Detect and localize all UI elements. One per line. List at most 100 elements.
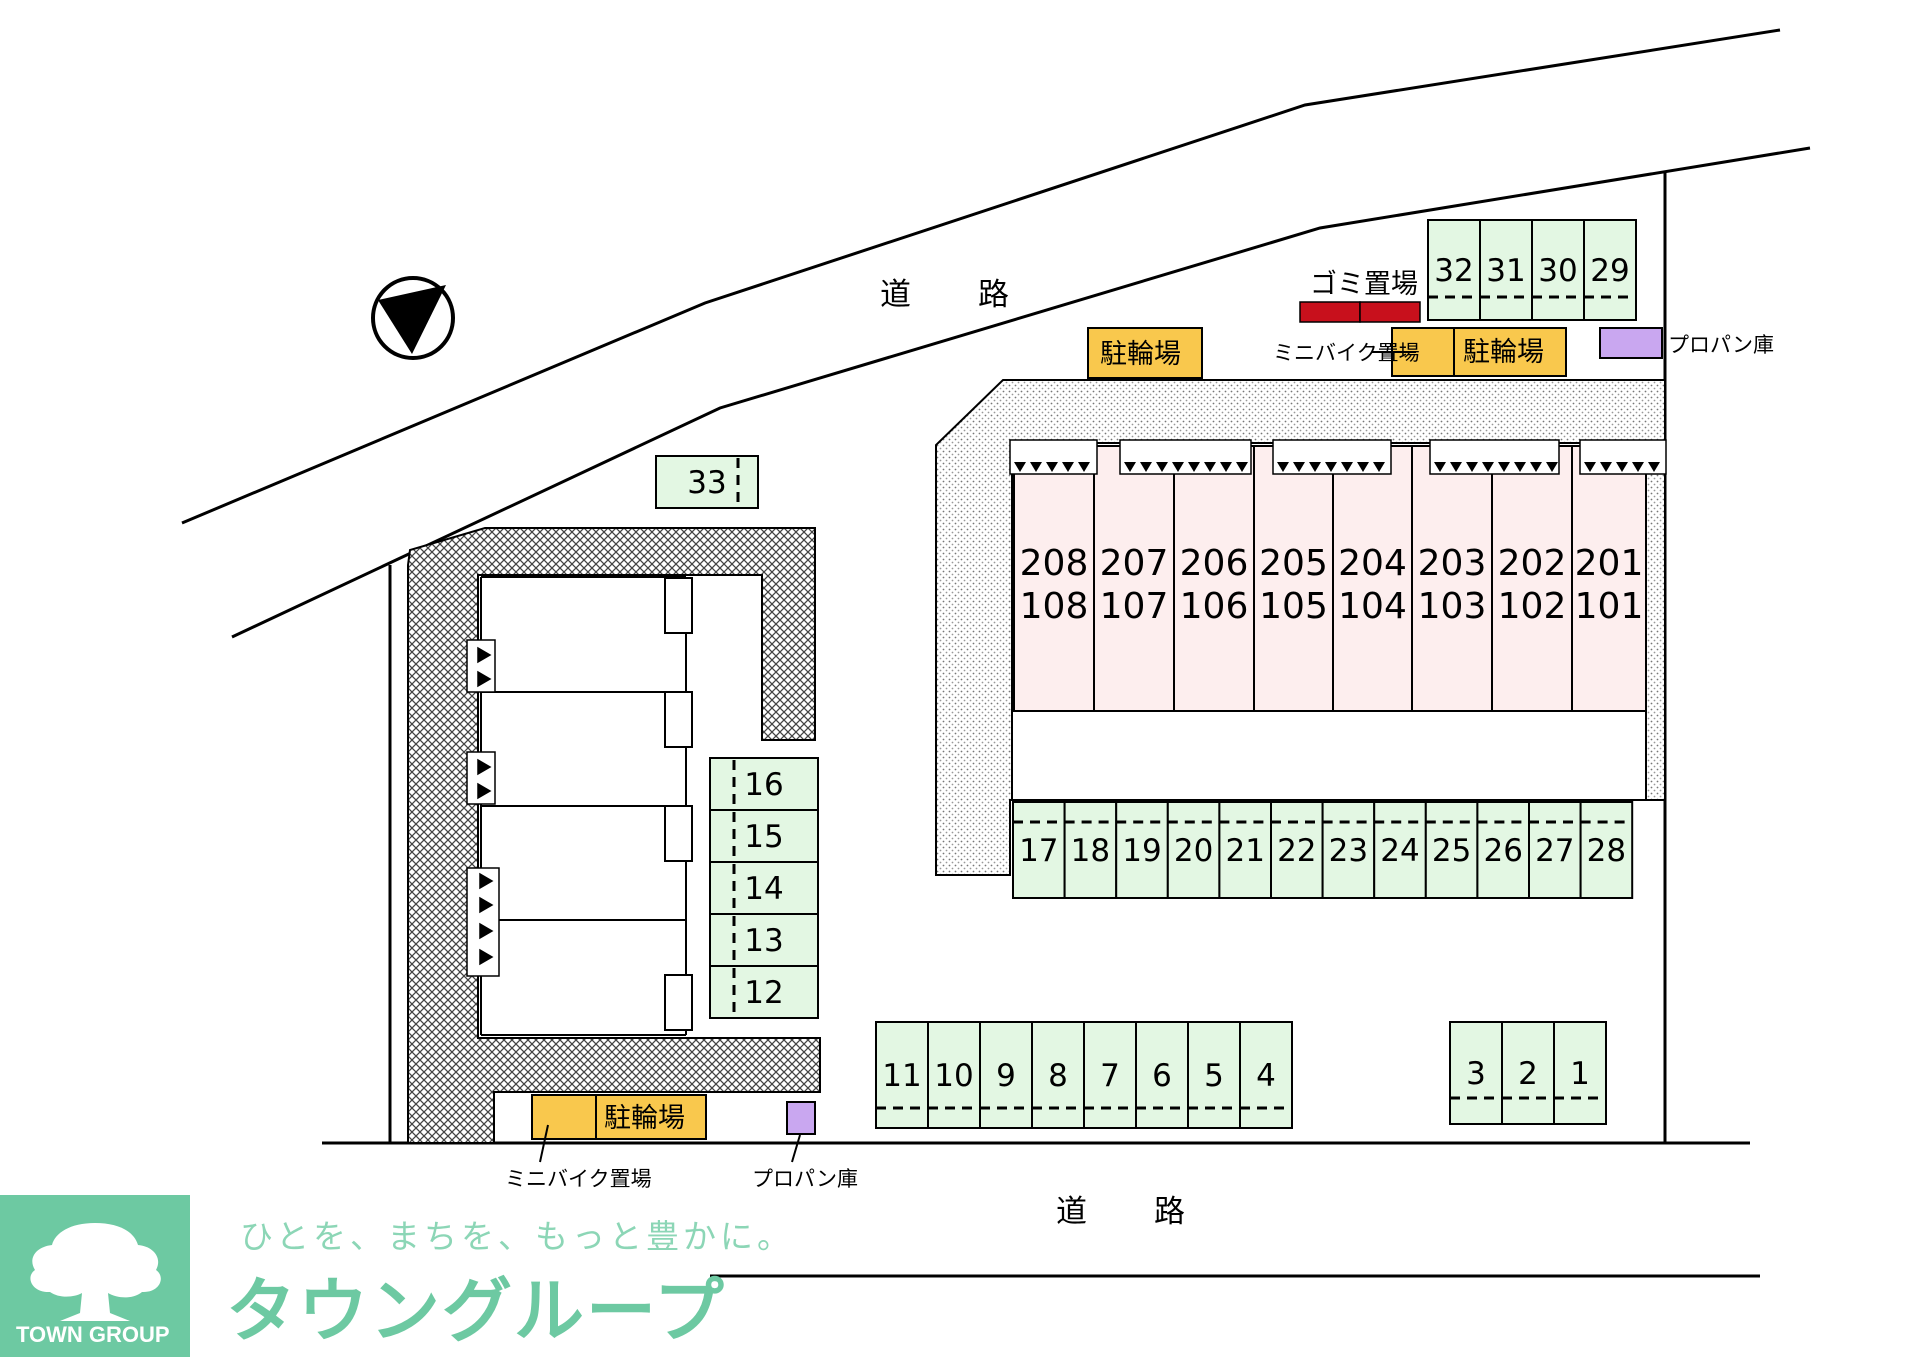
parking-space-22: 22 xyxy=(1270,801,1324,899)
parking-space-11: 11 xyxy=(875,1021,929,1129)
parking-space-21: 21 xyxy=(1218,801,1273,899)
parking-number: 6 xyxy=(1152,1058,1172,1094)
parking-space-2: 2 xyxy=(1501,1021,1555,1125)
parking-number: 11 xyxy=(882,1058,921,1094)
parking-number: 15 xyxy=(744,819,783,855)
north-road xyxy=(181,28,1811,639)
parking-space-7: 7 xyxy=(1083,1021,1137,1129)
parking-space-4: 4 xyxy=(1239,1021,1293,1129)
parking-number: 32 xyxy=(1434,253,1473,289)
parking-space-20: 20 xyxy=(1166,801,1221,899)
parking-number: 21 xyxy=(1225,833,1264,869)
parking-space-8: 8 xyxy=(1031,1021,1085,1129)
minibike-north-label: ミニバイク置場 xyxy=(1273,341,1420,365)
bike-parking-north xyxy=(1087,327,1203,379)
unit-upper-number: 204 xyxy=(1338,543,1407,584)
south-road-label: 道 路 xyxy=(1056,1194,1203,1230)
parking-number: 1 xyxy=(1570,1056,1590,1092)
parking-number: 22 xyxy=(1277,833,1316,869)
parking-space-15: 15 xyxy=(709,809,819,863)
parking-space-32: 32 xyxy=(1427,219,1481,321)
parking-number: 2 xyxy=(1518,1056,1538,1092)
parking-space-33: 33 xyxy=(655,455,759,509)
parking-space-29: 29 xyxy=(1583,219,1637,321)
parking-number: 24 xyxy=(1380,833,1419,869)
tree-icon xyxy=(30,1223,161,1321)
parking-number: 9 xyxy=(996,1058,1016,1094)
brand-slogan: ひとを、まちを、もっと豊かに。 xyxy=(240,1217,795,1256)
parking-number: 14 xyxy=(744,871,783,907)
parking-number: 31 xyxy=(1486,253,1525,289)
parking-space-10: 10 xyxy=(927,1021,981,1129)
unit-upper-number: 202 xyxy=(1498,543,1567,584)
parking-space-3: 3 xyxy=(1449,1021,1503,1125)
parking-space-23: 23 xyxy=(1321,801,1376,899)
unit-lower-number: 103 xyxy=(1418,586,1487,627)
bike-parking-south xyxy=(531,1094,707,1140)
parking-number: 8 xyxy=(1048,1058,1068,1094)
parking-number: 33 xyxy=(687,465,726,501)
parking-number: 10 xyxy=(934,1058,973,1094)
parking-space-24: 24 xyxy=(1373,801,1427,899)
unit-upper-number: 207 xyxy=(1100,543,1169,584)
parking-number: 5 xyxy=(1204,1058,1224,1094)
brand-japanese: タウングループ xyxy=(226,1270,726,1352)
parking-number: 12 xyxy=(744,975,783,1011)
meter-icon xyxy=(466,639,500,977)
parking-space-18: 18 xyxy=(1063,801,1118,899)
garbage-label: ゴミ置場 xyxy=(1310,269,1418,300)
parking-space-12: 12 xyxy=(709,965,819,1019)
parking-number: 29 xyxy=(1590,253,1629,289)
parking-space-26: 26 xyxy=(1476,801,1531,899)
north-arrow-icon xyxy=(371,276,455,360)
parking-space-25: 25 xyxy=(1424,801,1479,899)
unit-upper-number: 206 xyxy=(1180,543,1249,584)
parking-number: 23 xyxy=(1329,833,1368,869)
parking-number: 17 xyxy=(1019,833,1058,869)
unit-upper-number: 208 xyxy=(1020,543,1089,584)
propane-north xyxy=(1599,327,1663,359)
parking-number: 7 xyxy=(1100,1058,1120,1094)
unit-lower-number: 106 xyxy=(1180,586,1249,627)
parking-space-27: 27 xyxy=(1528,801,1582,899)
parking-number: 20 xyxy=(1174,833,1213,869)
parking-number: 3 xyxy=(1466,1056,1486,1092)
parking-number: 18 xyxy=(1071,833,1110,869)
parking-number: 26 xyxy=(1483,833,1522,869)
parking-number: 30 xyxy=(1538,253,1577,289)
unit-lower-number: 108 xyxy=(1020,586,1089,627)
unit-upper-number: 203 xyxy=(1418,543,1487,584)
unit-lower-number: 104 xyxy=(1338,586,1407,627)
parking-space-28: 28 xyxy=(1579,801,1634,899)
town-group-logo xyxy=(0,1195,190,1357)
parking-space-13: 13 xyxy=(709,913,819,967)
south-road xyxy=(322,1141,1760,1278)
parking-number: 27 xyxy=(1535,833,1574,869)
propane-south-label: プロパン庫 xyxy=(752,1167,858,1191)
unit-upper-number: 201 xyxy=(1575,543,1644,584)
garbage-area xyxy=(1299,301,1421,323)
parking-space-1: 1 xyxy=(1553,1021,1607,1125)
unit-lower-number: 101 xyxy=(1575,586,1644,627)
parking-number: 13 xyxy=(744,923,783,959)
parking-space-19: 19 xyxy=(1115,801,1169,899)
meter-icon xyxy=(1009,439,1667,475)
parking-space-17: 17 xyxy=(1012,801,1066,899)
brand-english: TOWN GROUP xyxy=(16,1322,170,1347)
bike-parking-south-label: 駐輪場 xyxy=(604,1103,685,1134)
parking-space-30: 30 xyxy=(1531,219,1585,321)
unit-lower-number: 105 xyxy=(1259,586,1328,627)
propane-south xyxy=(786,1101,816,1135)
parking-space-16: 16 xyxy=(709,757,819,811)
propane-north-label: プロパン庫 xyxy=(1668,333,1774,357)
parking-number: 28 xyxy=(1587,833,1626,869)
